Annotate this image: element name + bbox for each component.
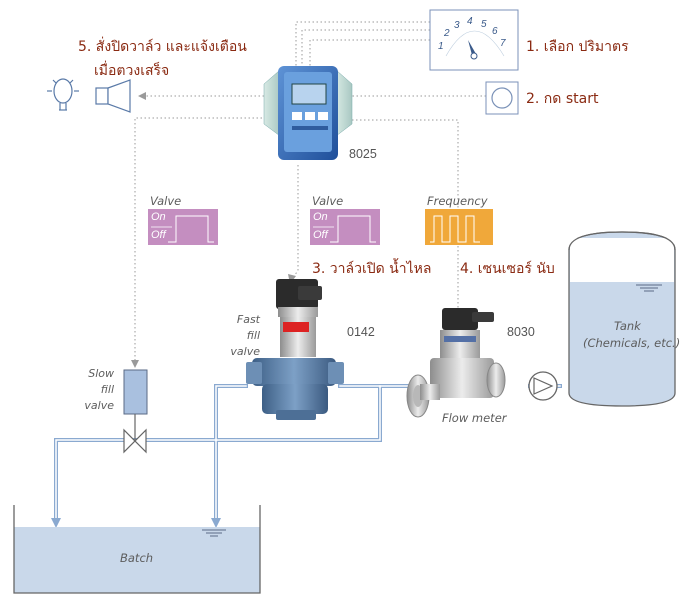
chemical-tank	[568, 231, 676, 407]
fast-valve-code: 0142	[347, 325, 375, 339]
flow-meter-icon	[406, 308, 506, 418]
flow-meter-label: Flow meter	[442, 411, 507, 425]
signal-box-fast-valve	[310, 209, 380, 245]
slow-fill-valve-icon	[123, 369, 148, 454]
signal-title-fast-valve: Valve	[312, 194, 344, 208]
slow-fill-valve-label: Slow fill valve	[84, 367, 114, 412]
fast-fill-valve-icon	[246, 279, 344, 420]
controller-8025-icon	[263, 66, 353, 160]
signal-line-flowmeter	[328, 119, 459, 316]
signal-on-fast: On	[313, 211, 328, 223]
step-3-text: 3. วาล์วเปิด น้ำไหล	[312, 261, 432, 277]
outlet-arrow-right	[211, 518, 221, 528]
dial-pointer-icon	[468, 40, 476, 55]
dial-number-2: 2	[444, 28, 450, 39]
signal-line-fast-valve	[291, 165, 299, 281]
dial-number-4: 4	[467, 16, 473, 27]
flow-meter-code: 8030	[507, 325, 535, 339]
signal-line-dial-3	[309, 39, 430, 68]
pipe-outlets	[51, 518, 221, 528]
signal-line-dial-2	[301, 29, 430, 68]
volume-dial[interactable]	[429, 9, 519, 71]
step-5-text: 5. สั่งปิดวาล์ว และแจ้งเตือน	[78, 39, 247, 55]
batch-label: Batch	[120, 551, 154, 565]
start-button-box[interactable]	[485, 81, 519, 115]
step-1-text: 1. เลือก ปริมาตร	[526, 39, 629, 55]
signal-box-frequency	[425, 209, 493, 245]
horn-icon	[95, 87, 109, 105]
signal-title-frequency: Frequency	[427, 194, 488, 208]
lamp-icon	[53, 78, 73, 104]
tank-sublabel: (Chemicals, etc.)	[583, 336, 681, 350]
step-2-text: 2. กด start	[526, 91, 599, 107]
dial-number-3: 3	[454, 20, 460, 31]
signal-box-slow-valve	[148, 209, 218, 245]
signal-on-slow: On	[151, 211, 166, 223]
dial-number-7: 7	[500, 38, 506, 49]
arrow-to-alarm	[138, 92, 146, 100]
dial-number-1: 1	[438, 41, 444, 52]
step-5-text-line2: เมื่อตวงเสร็จ	[94, 63, 170, 79]
arrow-to-slow-valve	[131, 360, 139, 368]
controller-code: 8025	[349, 147, 377, 161]
outlet-arrow-left	[51, 518, 61, 528]
signal-off-slow: Off	[151, 229, 166, 241]
start-button-icon	[491, 87, 513, 109]
pipe-fast-branch	[214, 384, 248, 522]
tank-label: Tank	[614, 319, 641, 333]
signal-off-fast: Off	[313, 229, 328, 241]
batch-tank	[13, 505, 261, 594]
pump-icon	[528, 371, 558, 401]
signal-title-slow-valve: Valve	[150, 194, 182, 208]
fast-fill-valve-label: Fast fill valve	[230, 313, 260, 358]
alarm-icon	[47, 78, 131, 113]
signal-line-dial-1	[295, 21, 430, 68]
dial-number-6: 6	[492, 26, 498, 37]
dial-number-5: 5	[481, 19, 487, 30]
step-4-text: 4. เซนเซอร์ นับ	[460, 261, 555, 277]
